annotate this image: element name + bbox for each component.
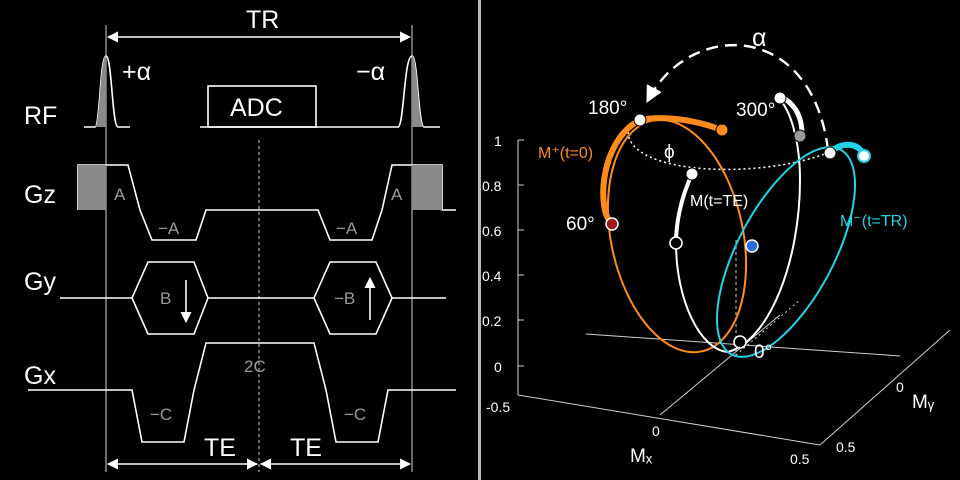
m-minus-ellipse: [715, 146, 857, 358]
marker-minus-white: [823, 146, 837, 160]
phase-dotted-path: [627, 131, 831, 171]
z-tick-0.6: 0.6: [482, 223, 502, 239]
y-tick-0.5: 0.5: [836, 439, 856, 455]
gz-row-label: Gz: [24, 181, 56, 209]
rf-pulse-minus-label: −α: [356, 58, 385, 86]
adc-label: ADC: [230, 94, 283, 122]
marker-180: [633, 113, 647, 127]
flip-angle-arc: [646, 44, 830, 151]
gz-slab-right: [412, 165, 442, 210]
gz-lobe-neg-a-left: −A: [158, 219, 180, 238]
marker-0: [733, 335, 747, 349]
gy-lobe-neg-b: −B: [334, 289, 355, 308]
magnetization-trajectory-plot: 1 0.8 0.6 0.4 0.2 0 -0.5 0 0.5 Mₓ 0 0.5 …: [482, 24, 951, 467]
z-tick-0.2: 0.2: [482, 313, 502, 329]
gy-waveform: [60, 261, 446, 335]
flip-angle-label: α: [752, 24, 766, 52]
marker-te-bottom: [669, 236, 683, 250]
z-tick-0.8: 0.8: [482, 178, 502, 194]
angle-180-label: 180°: [588, 98, 627, 119]
te-label-left: TE: [204, 434, 236, 462]
angle-60-label: 60°: [566, 214, 595, 235]
adc-window: [207, 85, 317, 128]
gy-lobe-b: B: [160, 289, 171, 308]
marker-top-white: [773, 91, 787, 105]
phase-label: ϕ: [664, 142, 675, 163]
angle-300-label: 300°: [736, 100, 775, 121]
gz-lobe-neg-a-right: −A: [336, 219, 358, 238]
rf-pulse-plus-label: +α: [122, 58, 151, 86]
rf-pulse-plus-lobe: [95, 56, 106, 127]
marker-60: [605, 217, 619, 231]
angle-0-label: 0°: [754, 342, 772, 363]
m-minus-label: M⁻(t=TR): [840, 213, 908, 230]
x-tick-0.5: 0.5: [790, 451, 810, 467]
marker-300-orange: [715, 123, 729, 137]
y-axis-label: Mᵧ: [912, 392, 935, 413]
marker-minus-cyan: [857, 149, 871, 163]
gz-lobe-a-left: A: [114, 185, 126, 204]
x-axis-label: Mₓ: [630, 446, 653, 467]
z-tick-1: 1: [494, 133, 502, 149]
gx-lobe-neg-c-left: −C: [150, 405, 172, 424]
m-plus-thick-segment: [600, 117, 643, 227]
gx-row-label: Gx: [24, 362, 56, 390]
plot-axes: [517, 139, 951, 446]
gz-slab-left: [78, 165, 106, 210]
z-tick-0: 0: [494, 359, 502, 375]
gy-row-label: Gy: [24, 268, 56, 296]
gx-lobe-neg-c-right: −C: [344, 405, 366, 424]
pulse-sequence-diagram: TR RF +α −α ADC Gz A A −A −A Gy B −B Gx …: [24, 6, 456, 472]
rf-pulse-minus-lobe: [412, 56, 424, 127]
gz-lobe-a-right: A: [391, 185, 403, 204]
marker-blue: [745, 239, 759, 253]
tr-label: TR: [246, 6, 279, 34]
gx-waveform: [28, 342, 456, 443]
marker-te-top: [685, 167, 699, 181]
te-label-right: TE: [290, 434, 322, 462]
rf-row-label: RF: [24, 102, 57, 130]
m-plus-label: M⁺(t=0): [538, 145, 593, 162]
x-tick-0: 0: [652, 423, 660, 439]
z-tick-0.4: 0.4: [482, 268, 502, 284]
y-tick-0: 0: [896, 379, 904, 395]
panel-divider: [478, 0, 481, 480]
marker-gray: [793, 129, 807, 143]
m-te-label: M(t=TE): [690, 193, 748, 210]
gx-lobe-2c: 2C: [244, 357, 266, 376]
x-tick-neg0.5: -0.5: [486, 399, 510, 415]
